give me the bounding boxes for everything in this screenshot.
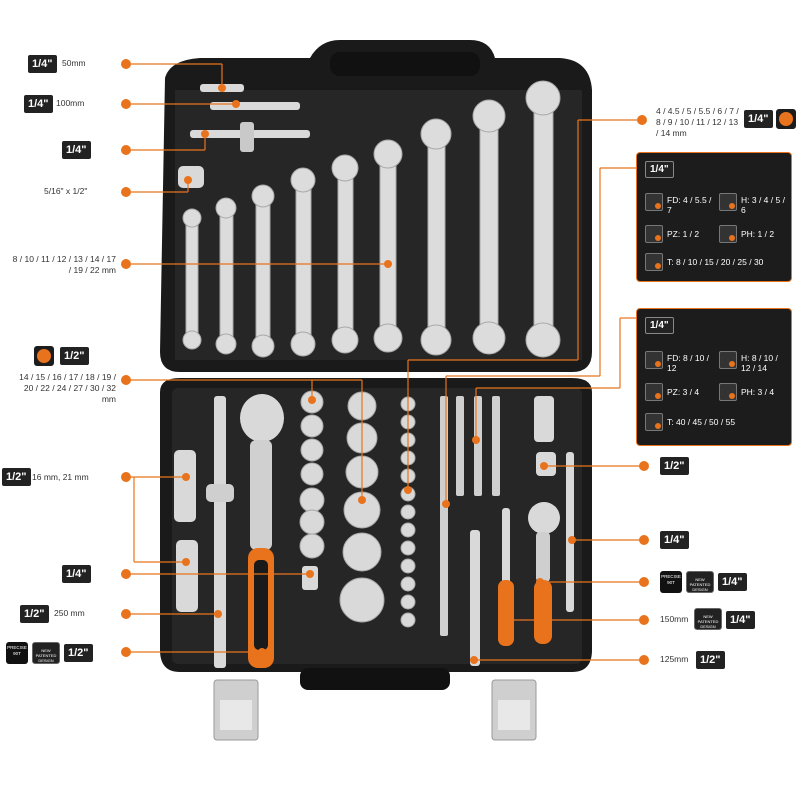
callout-label: 16 mm, 21 mm [32, 472, 89, 482]
screwdriver-handle [498, 580, 514, 646]
torx-bit-icon [645, 253, 663, 271]
patent-badge: NEW PATENTED DESIGN [686, 571, 714, 593]
size-badge: 1/4" [718, 573, 747, 591]
panel-item: T: 40 / 45 / 50 / 55 [667, 417, 736, 427]
extension-bars-group [178, 84, 310, 188]
hex-bit-icon [719, 193, 737, 211]
panel-item: PZ: 1 / 2 [667, 229, 700, 239]
ratchet-half-inch [240, 394, 284, 668]
quarter-inch-sockets [400, 396, 416, 628]
panel-item: PH: 1 / 2 [741, 229, 775, 239]
size-badge: 1/2" [20, 605, 49, 623]
size-badge: 1/4" [660, 531, 689, 549]
panel-item: PZ: 3 / 4 [667, 387, 700, 397]
size-badge: 1/2" [696, 651, 725, 669]
panel-item: FD: 8 / 10 / 12 [667, 353, 710, 373]
callout-label: 4 / 4.5 / 5 / 5.5 / 6 / 7 / 8 / 9 / 10 /… [656, 106, 739, 138]
callout-label: 100mm [56, 98, 85, 108]
callout-lines [126, 63, 644, 661]
patent-badge: NEW PATENTED DESIGN [694, 608, 722, 630]
panel-title: 1/4" [645, 161, 674, 178]
size-badge: 1/4" [62, 141, 91, 159]
bit-panel-quarter: 1/4" FD: 4 / 5.5 / 7 H: 3 / 4 / 5 / 6 PZ… [636, 152, 792, 282]
size-badge: 1/2" [60, 347, 89, 365]
callout-label: 50mm [62, 58, 86, 68]
quarter-inch-icon [776, 109, 796, 129]
panel-item: H: 3 / 4 / 5 / 6 [741, 195, 785, 215]
flat-bit-icon [645, 193, 663, 211]
callout-label: 125mm [660, 654, 689, 664]
callout-label: 250 mm [54, 608, 85, 618]
callout-label: 8 / 10 / 11 / 12 / 13 / 14 / 17 / 19 / 2… [12, 254, 116, 275]
panel-item: H: 8 / 10 / 12 / 14 [741, 353, 778, 373]
size-badge: 1/4" [744, 110, 773, 128]
pozidriv-bit-icon [645, 225, 663, 243]
spark-plug-sockets [174, 450, 198, 612]
pozidriv-bit-icon [645, 383, 663, 401]
patent-badge: NEW PATENTED DESIGN [32, 642, 60, 664]
size-badge: 1/2" [660, 457, 689, 475]
t-handle-bar [206, 396, 234, 668]
callout-dots [121, 59, 649, 665]
size-badge: 1/4" [62, 565, 91, 583]
hex-bit-icon [719, 351, 737, 369]
bit-panel-second: 1/4" FD: 8 / 10 / 12 H: 8 / 10 / 12 / 14… [636, 308, 792, 446]
phillips-bit-icon [719, 383, 737, 401]
size-badge: 1/4" [28, 55, 57, 73]
latch-left [213, 679, 259, 741]
precise-90t-badge: PRECISE 90T [660, 571, 682, 593]
half-inch-icon [34, 346, 54, 366]
panel-item: FD: 4 / 5.5 / 7 [667, 195, 712, 215]
callout-label: 14 / 15 / 16 / 17 / 18 / 19 / 20 / 22 / … [19, 372, 116, 404]
size-badge: 1/4" [24, 95, 53, 113]
panel-item: PH: 3 / 4 [741, 387, 775, 397]
torx-bit-icon [645, 413, 663, 431]
quarter-inch-ratchet [528, 502, 560, 644]
callout-label: 5/16" x 1/2" [44, 186, 88, 196]
size-badge: 1/4" [726, 611, 755, 629]
panel-title: 1/4" [645, 317, 674, 334]
latch-right [491, 679, 537, 741]
size-badge: 1/2" [64, 644, 93, 662]
phillips-bit-icon [719, 225, 737, 243]
flat-bit-icon [645, 351, 663, 369]
precise-90t-badge: PRECISE 90T [6, 642, 28, 664]
combination-wrenches [182, 80, 561, 358]
panel-item: T: 8 / 10 / 15 / 20 / 25 / 30 [667, 257, 764, 267]
callout-label: 150mm [660, 614, 689, 624]
size-badge: 1/2" [2, 468, 31, 486]
